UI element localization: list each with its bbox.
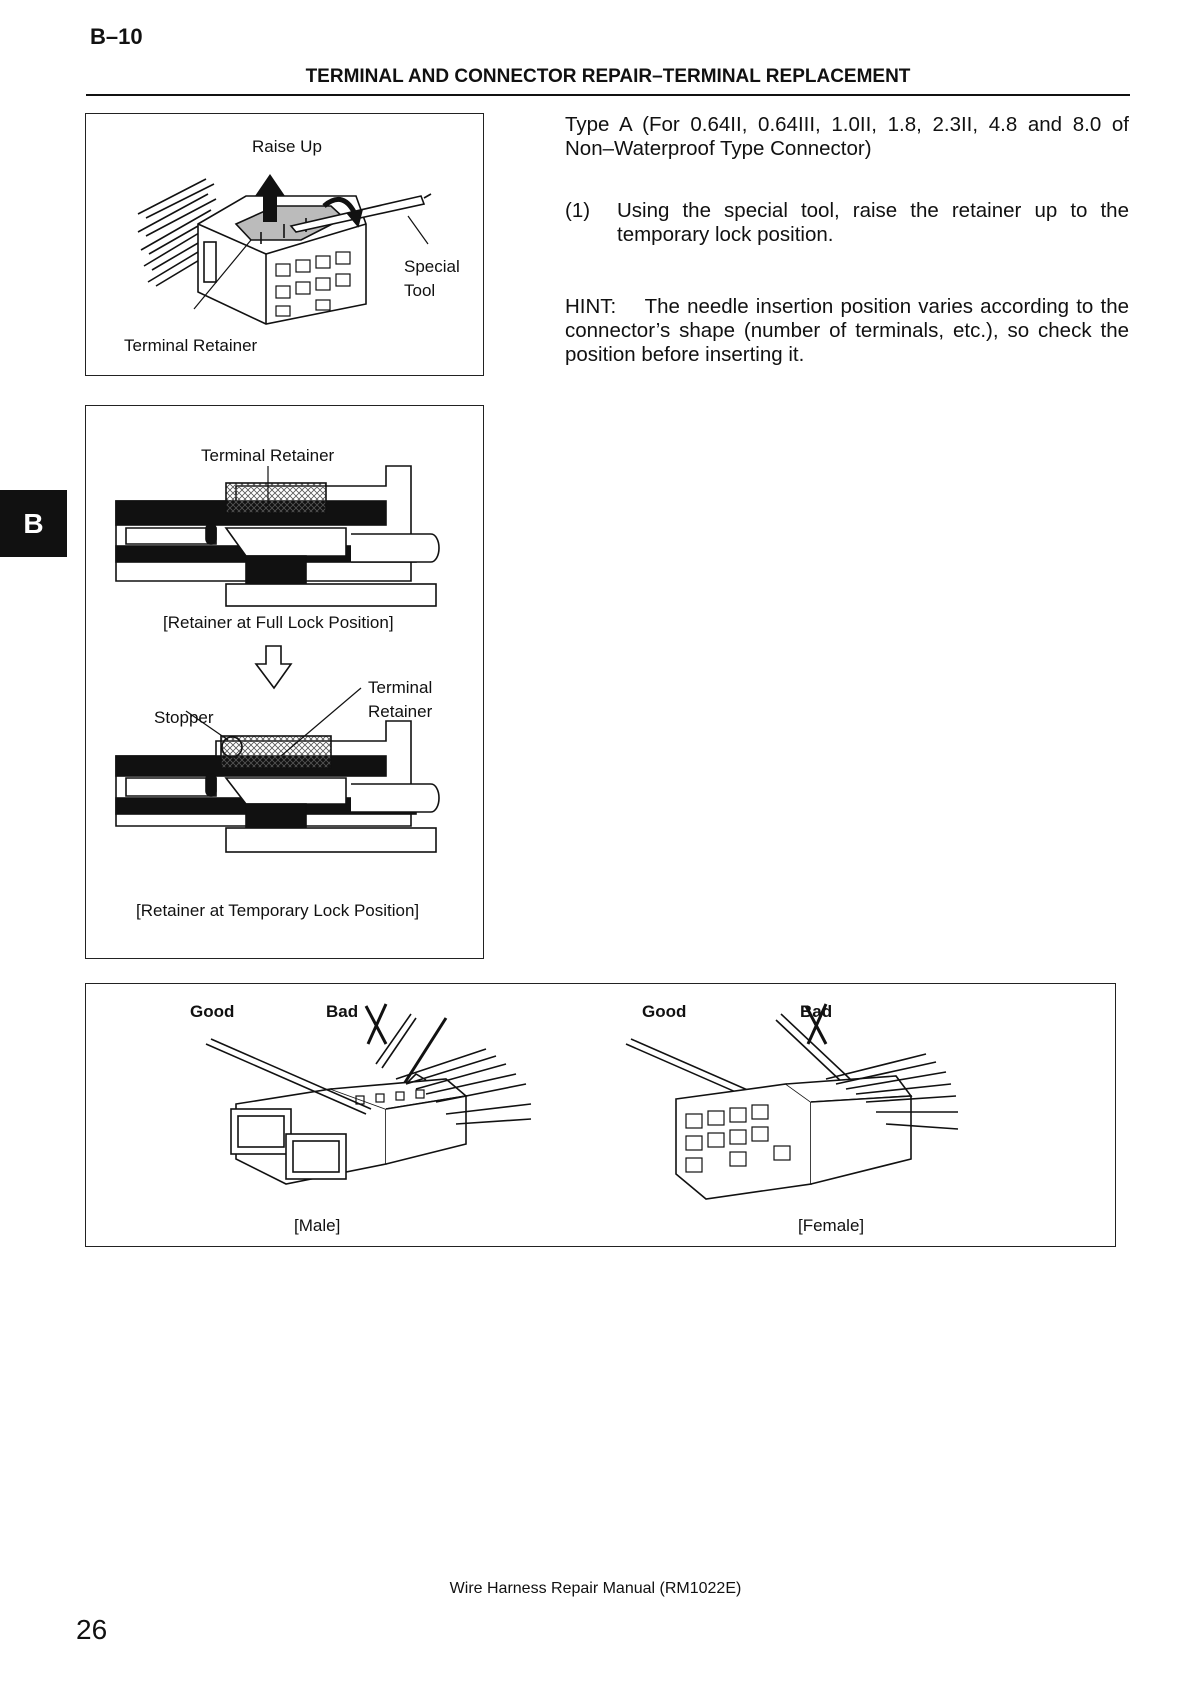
figure-retainer-positions: Terminal Retainer [Retainer at Full Lock… <box>85 405 484 959</box>
stopper-label: Stopper <box>154 708 214 727</box>
step-1-text: Using the special tool, raise the retain… <box>617 199 1129 246</box>
full-lock-caption: [Retainer at Full Lock Position] <box>163 613 394 632</box>
special-tool-label-2: Tool <box>404 281 436 300</box>
male-bad-label: Bad <box>326 1002 359 1021</box>
terminal-retainer-label-top: Terminal Retainer <box>201 446 335 465</box>
terminal-retainer-label-bottom: Terminal <box>368 678 433 697</box>
footer-manual-name: Wire Harness Repair Manual (RM1022E) <box>449 1580 742 1597</box>
figure-needle-insertion: Good Bad [Male] Good Bad [Female] <box>85 983 1116 1247</box>
step-number: (1) <box>565 199 591 222</box>
terminal-retainer-label-bottom-2: Retainer <box>368 702 433 721</box>
needle-insertion-illustration <box>205 1003 959 1200</box>
connector-raise-illustration <box>137 174 432 325</box>
temporary-lock-caption: [Retainer at Temporary Lock Position] <box>136 901 420 920</box>
page-number: 26 <box>76 1614 108 1645</box>
terminal-retainer-label: Terminal Retainer <box>124 336 258 355</box>
special-tool-label: Special <box>404 257 460 276</box>
female-good-label: Good <box>642 1002 687 1021</box>
hint-paragraph: HINT: The needle insertion position vari… <box>565 295 1135 366</box>
male-caption: [Male] <box>294 1216 341 1235</box>
male-good-label: Good <box>190 1002 235 1021</box>
section-tab: B <box>0 490 67 557</box>
female-caption: [Female] <box>798 1216 865 1235</box>
retainer-section-illustration <box>115 465 440 853</box>
figure-retainer-raise: Raise Up Special Tool Terminal Retainer <box>85 113 484 376</box>
type-a-paragraph: Type A (For 0.64II, 0.64III, 1.0II, 1.8,… <box>565 113 1129 160</box>
raise-up-label: Raise Up <box>252 137 322 156</box>
title-rule <box>86 94 1130 96</box>
female-bad-label: Bad <box>800 1002 833 1021</box>
section-code: B–10 <box>90 24 143 49</box>
page-title: TERMINAL AND CONNECTOR REPAIR–TERMINAL R… <box>305 66 911 87</box>
